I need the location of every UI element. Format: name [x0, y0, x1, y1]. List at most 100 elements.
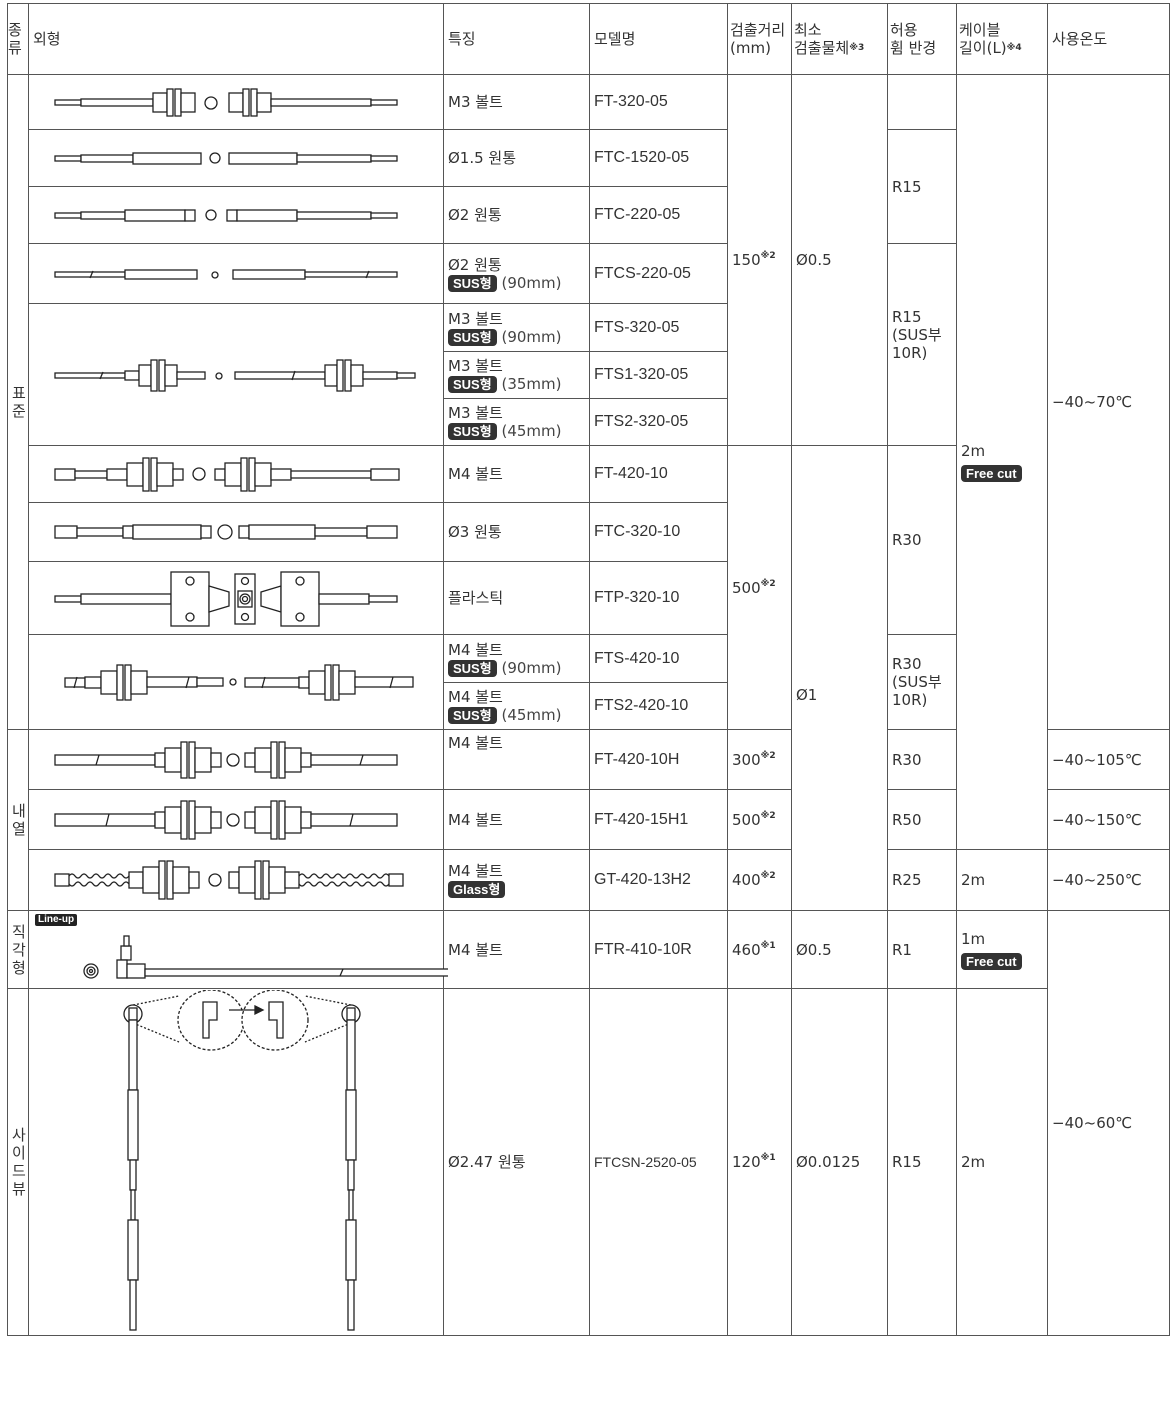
distance-value: 400	[732, 871, 761, 889]
distance-note: ※1	[760, 1153, 776, 1163]
temp-cell: −40~105℃	[1047, 729, 1170, 790]
feature-label: M4 볼트	[448, 640, 503, 659]
model-name: FT-320-05	[589, 74, 728, 130]
header-bend: 허용 휨 반경	[887, 3, 957, 75]
sus-badge: SUS형	[448, 376, 497, 393]
fiber-image-ft-320-05	[28, 74, 444, 130]
fiber-image-ft-420-15h1	[28, 789, 444, 850]
feature-label: M4 볼트	[448, 688, 503, 706]
free-cut-badge: Free cut	[961, 465, 1022, 482]
min-object-value: Ø1	[796, 686, 818, 704]
header-min-object-note: ※3	[849, 43, 865, 53]
distance-cell: 460※1	[727, 910, 792, 989]
table-row: 직각형 Line-up M4 볼트 FTR-410-10R 460※1 Ø0.5…	[7, 910, 1170, 1336]
distance-note: ※1	[760, 940, 776, 951]
bend-cell: R15	[887, 129, 957, 244]
model-name: FTS-420-10	[589, 634, 728, 683]
category-heat: 내열	[7, 729, 29, 911]
feature-cell: Ø1.5 원통	[443, 129, 590, 187]
table-row: Ø2 원통 FTC-220-05	[8, 186, 1170, 244]
cable-cell: 2m	[956, 988, 1048, 1336]
min-object-cell: Ø0.5	[791, 74, 888, 446]
sus-length: (45mm)	[501, 706, 562, 724]
bend-cell: R1	[887, 910, 957, 989]
feature-cell: Ø2 원통	[443, 186, 590, 244]
feature-label: M3 볼트	[448, 309, 503, 328]
bend-cell: R25	[887, 849, 957, 911]
category-standard: 표준	[7, 74, 29, 730]
feature-label: M3 볼트	[448, 357, 503, 375]
sus-length: (90mm)	[501, 327, 562, 346]
min-object-cell: Ø1	[791, 445, 888, 911]
feature-label: Ø2 원통	[448, 255, 502, 274]
fiber-image-ftp-320-10	[28, 561, 444, 635]
feature-label: M3 볼트	[448, 404, 503, 422]
min-object-cell: Ø0.0125	[791, 988, 888, 1336]
header-cable-label: 케이블 길이(L)	[959, 21, 1007, 57]
feature-cell: M4 볼트	[443, 729, 590, 790]
temp-cell: −40~70℃	[1047, 74, 1170, 730]
header-cable: 케이블 길이(L)※4	[956, 3, 1048, 75]
distance-cell: 500※2	[727, 789, 792, 850]
distance-note: ※2	[760, 251, 776, 261]
table-row: 사이드뷰	[7, 988, 1170, 1336]
fiber-image-ftc-320-10	[28, 502, 444, 562]
distance-value: 500	[732, 578, 761, 597]
bend-cell: R30	[887, 445, 957, 635]
sus-length: (90mm)	[501, 658, 562, 677]
model-name: FTC-220-05	[589, 186, 728, 244]
fiber-image-ft-420-10	[28, 445, 444, 503]
model-name: FTC-320-10	[589, 502, 728, 562]
fiber-image-ftcs-220-05	[28, 243, 444, 304]
temp-cell: −40~150℃	[1047, 789, 1170, 850]
min-object-cell: Ø0.5	[791, 910, 888, 989]
spec-table: 종 류 외형 특징 모델명 검출거리 (mm) 최소 검출물체※3 허용 휨 반…	[7, 3, 1170, 1336]
model-name: FTS2-320-05	[589, 398, 728, 446]
sus-length: (90mm)	[501, 273, 562, 292]
bend-cell: R50	[887, 789, 957, 850]
bend-cell: R15 (SUS부 10R)	[887, 243, 957, 446]
temp-cell: −40~60℃	[1047, 910, 1170, 1336]
cable-value: 1m	[961, 929, 986, 948]
header-temp: 사용온도	[1047, 3, 1170, 75]
cable-cell: 2m	[956, 849, 1048, 911]
model-name: FTCSN-2520-05	[589, 988, 728, 1336]
feature-cell: M4 볼트	[443, 789, 590, 850]
cable-value: 2m	[961, 442, 986, 460]
distance-value: 460	[732, 940, 761, 959]
temp-cell: −40~250℃	[1047, 849, 1170, 911]
fiber-image-ftr-410-10r: Line-up	[28, 910, 448, 989]
distance-cell: 120※1	[727, 988, 792, 1336]
header-type: 종 류	[7, 3, 29, 75]
distance-value: 120	[732, 1153, 761, 1171]
model-name: FT-420-15H1	[589, 789, 728, 850]
header-row: 종 류 외형 특징 모델명 검출거리 (mm) 최소 검출물체※3 허용 휨 반…	[7, 3, 1170, 75]
bend-cell: R30 (SUS부 10R)	[887, 634, 957, 730]
distance-value: 150	[732, 251, 761, 269]
bend-value: R15 (SUS부 10R)	[892, 308, 942, 362]
header-min-object: 최소 검출물체※3	[791, 3, 888, 75]
distance-cell: 400※2	[727, 849, 792, 911]
fiber-image-ft-420-10h	[28, 729, 444, 790]
header-cable-note: ※4	[1006, 43, 1022, 53]
feature-cell: Ø3 원통	[443, 502, 590, 562]
feature-cell: Ø2.47 원통	[443, 988, 590, 1336]
feature-label: M4 볼트	[448, 734, 503, 752]
category-side-view: 사이드뷰	[7, 988, 29, 1336]
sus-badge: SUS형	[448, 707, 497, 724]
distance-note: ※2	[760, 578, 776, 589]
